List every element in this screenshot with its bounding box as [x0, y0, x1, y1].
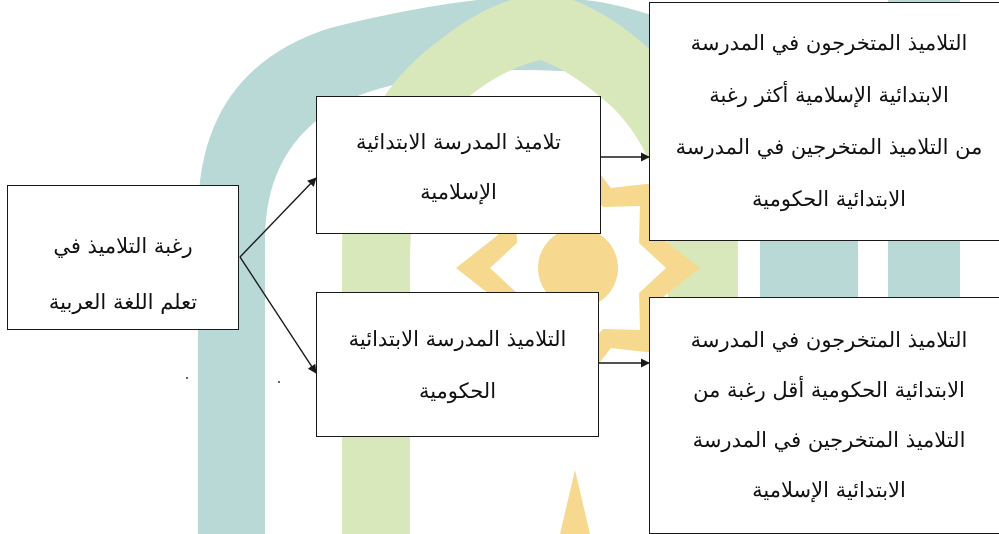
result-box-islamic-more-interest: التلاميذ المتخرجون في المدرسة الابتدائية… — [649, 2, 999, 241]
root-box-arabic-interest: رغبة التلاميذ في تعلم اللغة العربية — [7, 185, 239, 330]
result-government-line-4: الابتدائية الإسلامية — [752, 478, 906, 502]
arrow-root-to-islamic — [239, 177, 317, 258]
watermark-gold-spire — [560, 470, 590, 534]
result-islamic-line-2: الابتدائية الإسلامية أكثر رغبة — [709, 83, 949, 107]
result-box-government-less-interest: التلاميذ المتخرجون في المدرسة الابتدائية… — [649, 297, 999, 534]
root-line-1: رغبة التلاميذ في — [53, 234, 193, 258]
branch-government-line-2: الحكومية — [418, 379, 497, 403]
result-government-line-3: التلاميذ المتخرجين في المدرسة — [692, 428, 966, 452]
watermark-green-arch — [342, 0, 738, 534]
arrow-root-to-government — [239, 256, 317, 374]
root-line-2: تعلم اللغة العربية — [48, 290, 198, 314]
result-islamic-line-3: من التلاميذ المتخرجين في المدرسة — [675, 135, 983, 159]
branch-islamic-line-2: الإسلامية — [420, 180, 497, 204]
result-government-line-1: التلاميذ المتخرجون في المدرسة — [690, 328, 968, 352]
result-government-line-2: الابتدائية الحكومية أقل رغبة من — [693, 378, 965, 402]
branch-government-line-1: التلاميذ المدرسة الابتدائية — [348, 327, 567, 351]
result-islamic-line-1: التلاميذ المتخرجون في المدرسة — [690, 31, 968, 55]
branch-box-islamic-school: تلاميذ المدرسة الابتدائية الإسلامية — [316, 96, 601, 234]
result-islamic-line-4: الابتدائية الحكومية — [751, 187, 907, 211]
branch-box-government-school: التلاميذ المدرسة الابتدائية الحكومية — [316, 292, 599, 437]
scan-speck — [186, 377, 188, 379]
branch-islamic-line-1: تلاميذ المدرسة الابتدائية — [355, 130, 562, 154]
scan-speck — [278, 381, 280, 383]
